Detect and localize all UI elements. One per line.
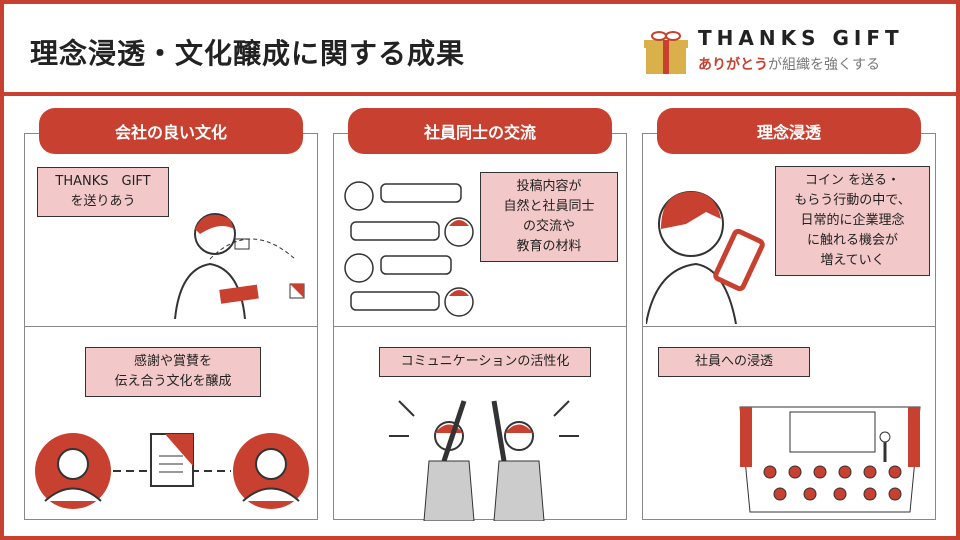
thanks-gift-logo: THANKS GIFT ありがとうが組織を強くする (644, 26, 949, 80)
heading-employee-interaction: 社員同士の交流 (348, 108, 612, 154)
gift-box-icon (644, 31, 688, 74)
text-box: コミュニケーションの活性化 (379, 347, 591, 377)
tagline-rest: が組織を強くする (768, 57, 880, 73)
divider (25, 326, 317, 327)
woman-tablet-illustration (174, 213, 305, 319)
person-with-tablet-illustration (646, 191, 765, 324)
divider (334, 326, 626, 327)
tagline-accent: ありがとう (698, 57, 768, 73)
chat-bubbles-illustration (344, 181, 474, 317)
cheering-people-illustration (389, 400, 579, 521)
heading-company-culture: 会社の良い文化 (39, 108, 303, 154)
text-box: コイン を送る・ もらう行動の中で、 日常的に企業理念 に触れる機会が 増えてい… (775, 166, 930, 276)
text-box: 感謝や賞賛を 伝え合う文化を醸成 (85, 347, 261, 397)
panel-company-culture: THANKS GIFT を送りあう 感謝や賞賛を 伝え合う文化を醸成 (24, 133, 318, 520)
divider (643, 326, 935, 327)
panel-philosophy-penetration: コイン を送る・ もらう行動の中で、 日常的に企業理念 に触れる機会が 増えてい… (642, 133, 936, 520)
header: 理念浸透・文化醸成に関する成果 THANKS GIFT ありがとうが組織を強くす… (4, 4, 956, 96)
text-box: 投稿内容が 自然と社員同士 の交流や 教育の材料 (480, 172, 618, 262)
people-sharing-document-illustration (35, 433, 309, 509)
text-box: 社員への浸透 (658, 347, 810, 377)
heading-philosophy-penetration: 理念浸透 (657, 108, 921, 154)
logo-tagline: ありがとうが組織を強くする (698, 56, 880, 74)
text-box: THANKS GIFT を送りあう (37, 167, 169, 217)
logo-title: THANKS GIFT (698, 26, 904, 50)
panel-employee-interaction: 投稿内容が 自然と社員同士 の交流や 教育の材料 コミュニケーションの活性化 (333, 133, 627, 521)
page-title: 理念浸透・文化醸成に関する成果 (30, 37, 466, 70)
seminar-audience-illustration (739, 406, 921, 513)
